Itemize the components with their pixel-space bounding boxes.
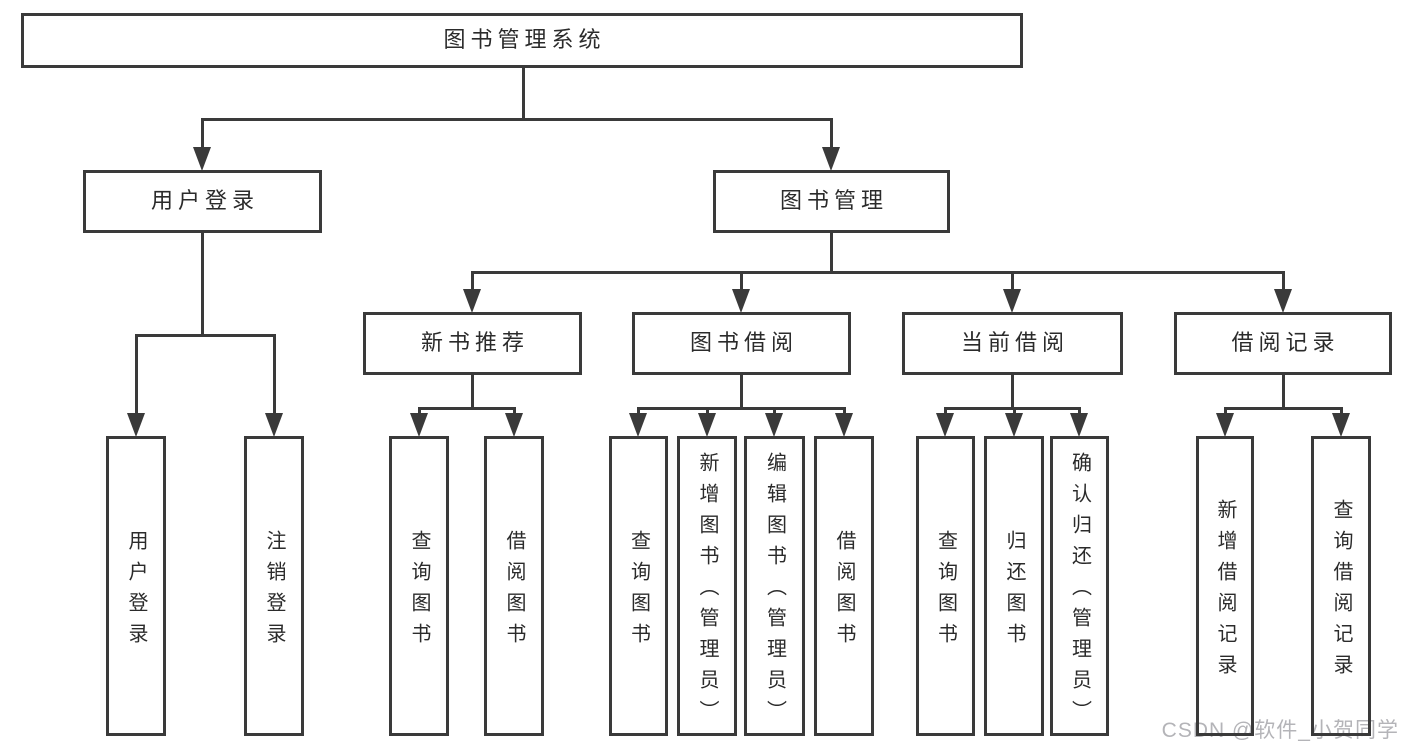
connector-line [943,406,1081,410]
node-book-borrowing-label: 图书借阅 [689,330,798,356]
leaf-add-book-admin-label: 新增图书（管理员） [696,452,718,731]
node-current-borrowing-label: 当前借阅 [960,330,1069,356]
arrowhead-down-icon [1003,289,1021,313]
node-current-borrowing: 当前借阅 [902,312,1123,375]
connector-line [829,119,833,150]
arrowhead-down-icon [732,289,750,313]
leaf-query-books-current-label: 查询图书 [934,529,957,654]
connector-line [1010,272,1014,292]
leaf-query-books-recommend-label: 查询图书 [408,529,430,654]
leaf-borrow-books-recommend: 借阅图书 [484,436,544,736]
arrowhead-down-icon [936,413,954,437]
leaf-add-borrow-record-label: 新增借阅记录 [1214,498,1236,685]
arrowhead-down-icon [127,413,145,437]
connector-line [470,375,474,408]
leaf-add-borrow-record: 新增借阅记录 [1196,436,1254,736]
connector-line [1077,408,1081,416]
connector-line [417,408,421,416]
connector-line [512,408,516,416]
connector-line [842,408,846,416]
connector-line [134,335,138,416]
node-new-book-recommend-label: 新书推荐 [420,330,529,356]
arrowhead-down-icon [1005,413,1023,437]
connector-line [943,408,947,416]
leaf-edit-book-admin: 编辑图书（管理员） [744,436,805,736]
leaf-confirm-return-admin: 确认归还（管理员） [1050,436,1109,736]
connector-line [272,335,276,416]
arrowhead-down-icon [410,413,428,437]
connector-line [772,408,776,416]
leaf-borrow-books-borrowing-label: 借阅图书 [833,529,855,654]
node-book-management-label: 图书管理 [779,188,888,214]
arrowhead-down-icon [629,413,647,437]
connector-line [134,333,276,337]
arrowhead-down-icon [698,413,716,437]
connector-line [1281,272,1285,292]
leaf-query-books-current: 查询图书 [916,436,975,736]
connector-line [200,117,833,121]
node-root-book-management-system: 图书管理系统 [21,13,1023,68]
connector-line [470,270,1285,274]
leaf-query-books-borrowing: 查询图书 [609,436,668,736]
node-root-label: 图书管理系统 [443,27,606,53]
leaf-query-borrow-record-label: 查询借阅记录 [1330,498,1352,685]
arrowhead-down-icon [193,147,211,171]
arrowhead-down-icon [1216,413,1234,437]
leaf-add-book-admin: 新增图书（管理员） [677,436,737,736]
connector-line [636,408,640,416]
leaf-confirm-return-admin-label: 确认归还（管理员） [1068,452,1091,731]
connector-line [1281,375,1285,408]
node-new-book-recommend: 新书推荐 [363,312,582,375]
leaf-logout: 注销登录 [244,436,304,736]
node-user-login: 用户登录 [83,170,322,233]
arrowhead-down-icon [265,413,283,437]
leaf-query-books-borrowing-label: 查询图书 [627,529,650,654]
node-book-management: 图书管理 [713,170,950,233]
connector-line [1010,375,1014,408]
connector-line [470,272,474,292]
connector-line [417,406,516,410]
connector-line [739,272,743,292]
leaf-borrow-books-recommend-label: 借阅图书 [503,529,525,654]
connector-line [1223,406,1343,410]
connector-line [739,375,743,408]
arrowhead-down-icon [765,413,783,437]
connector-line [1339,408,1343,416]
leaf-query-books-recommend: 查询图书 [389,436,449,736]
node-borrowing-records-label: 借阅记录 [1231,330,1340,356]
connector-line [636,406,846,410]
node-book-borrowing: 图书借阅 [632,312,851,375]
arrowhead-down-icon [1070,413,1088,437]
watermark-text: CSDN @软件_小贺同学 [1161,719,1399,742]
leaf-return-books: 归还图书 [984,436,1044,736]
node-user-login-label: 用户登录 [150,188,259,214]
leaf-user-login-label: 用户登录 [125,529,147,654]
arrowhead-down-icon [822,147,840,171]
connector-line [200,119,204,150]
leaf-logout-label: 注销登录 [263,529,285,654]
arrowhead-down-icon [835,413,853,437]
leaf-return-books-label: 归还图书 [1003,529,1025,654]
connector-line [829,233,833,272]
arrowhead-down-icon [463,289,481,313]
leaf-edit-book-admin-label: 编辑图书（管理员） [763,452,786,731]
node-borrowing-records: 借阅记录 [1174,312,1392,375]
connector-line [521,68,525,119]
leaf-borrow-books-borrowing: 借阅图书 [814,436,874,736]
arrowhead-down-icon [505,413,523,437]
leaf-user-login: 用户登录 [106,436,166,736]
leaf-query-borrow-record: 查询借阅记录 [1311,436,1371,736]
connector-line [1012,408,1016,416]
connector-line [1223,408,1227,416]
connector-line [705,408,709,416]
arrowhead-down-icon [1274,289,1292,313]
arrowhead-down-icon [1332,413,1350,437]
connector-line [200,233,204,335]
